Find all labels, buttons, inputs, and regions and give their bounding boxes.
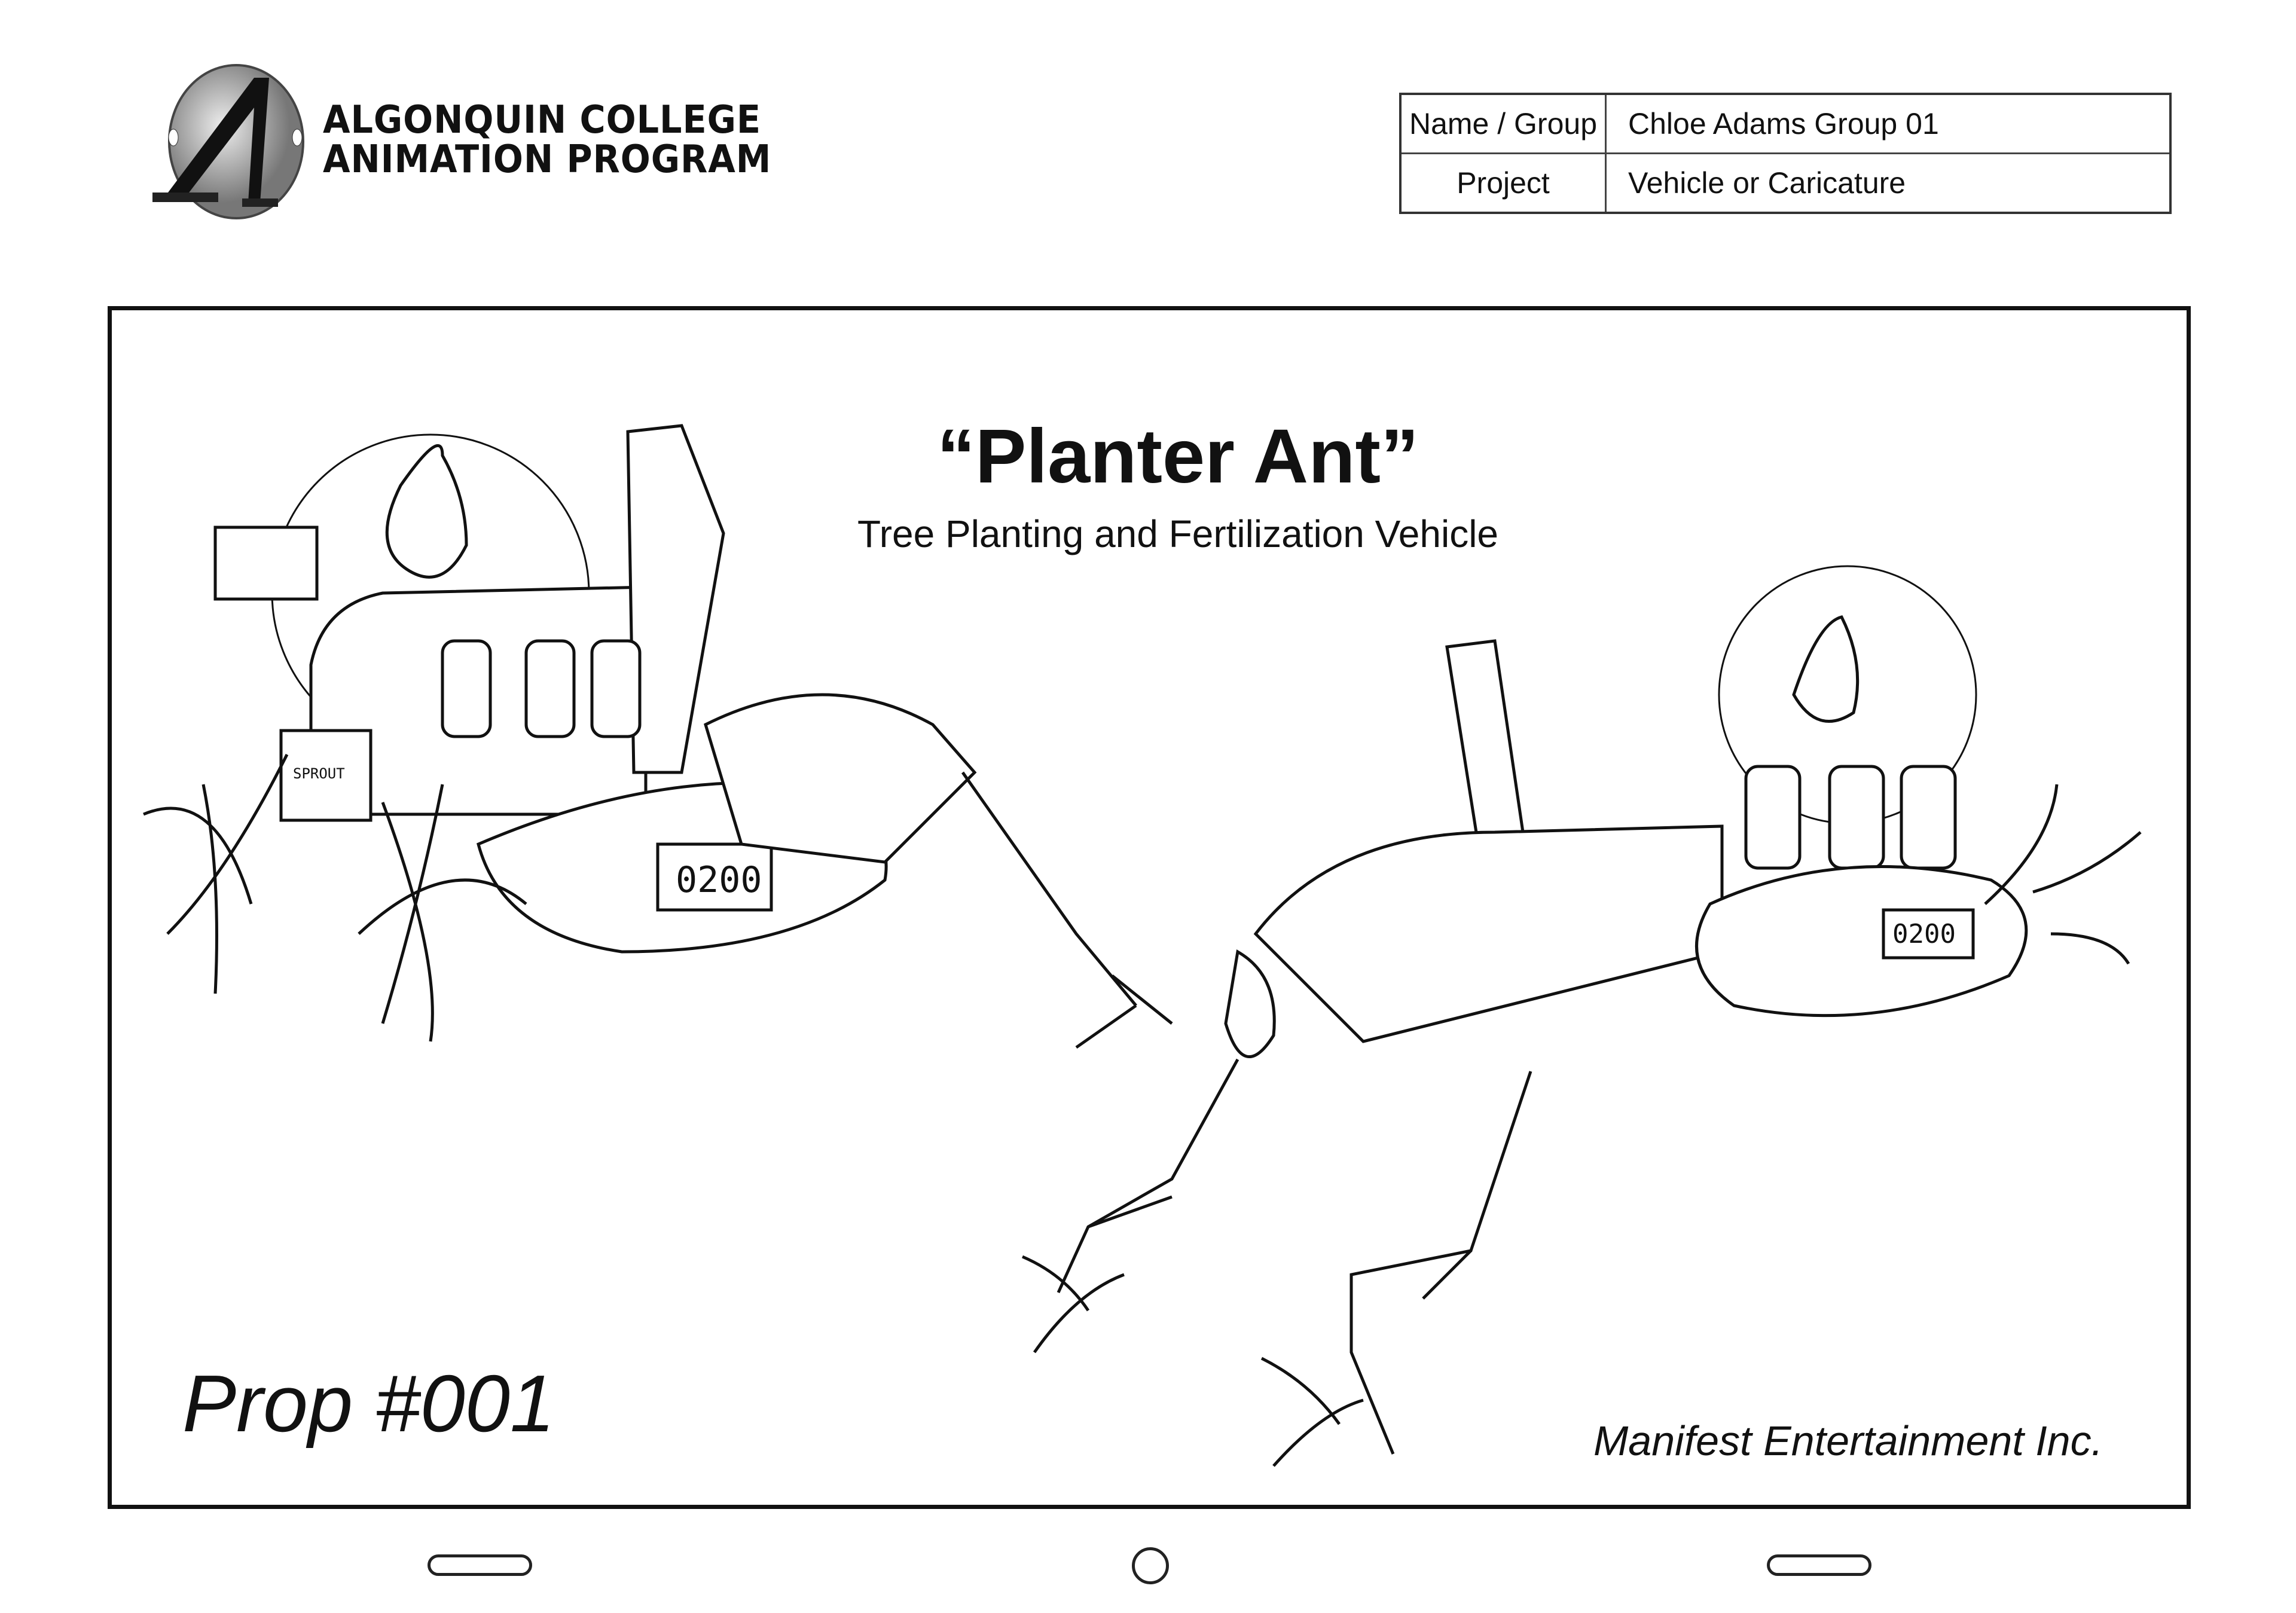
logo-line2: ANIMATION PROGRAM — [323, 138, 772, 182]
tank-number-right: 0200 — [1892, 919, 1956, 949]
info-row-name: Name / Group Chloe Adams Group 01 — [1399, 93, 2172, 154]
vehicle-illustration: SPROUT 0200 0200 — [143, 424, 2142, 1467]
college-logo — [152, 64, 304, 219]
info-row-project: Project Vehicle or Caricature — [1399, 152, 2172, 214]
name-group-label: Name / Group — [1399, 93, 1607, 154]
logo-text: ALGONQUIN COLLEGE ANIMATION PROGRAM — [323, 100, 771, 179]
vehicle-left: SPROUT 0200 — [143, 424, 1173, 1049]
company-name: Manifest Entertainment Inc. — [1593, 1418, 2103, 1464]
prop-number: Prop #001 — [182, 1358, 555, 1449]
peg-hole-left — [428, 1554, 532, 1576]
peg-hole-center — [1132, 1547, 1169, 1584]
sprout-plate: SPROUT — [293, 765, 345, 782]
logo-line1: ALGONQUIN COLLEGE — [323, 98, 762, 142]
tank-number-left: 0200 — [676, 859, 762, 901]
project-value: Vehicle or Caricature — [1605, 152, 2172, 214]
sheet-title: “Planter Ant” — [937, 414, 1419, 499]
peg-hole-right — [1767, 1554, 1871, 1576]
drawing-frame — [108, 306, 2191, 1509]
sheet-subtitle: Tree Planting and Fertilization Vehicle — [857, 512, 1498, 555]
info-table: Name / Group Chloe Adams Group 01 Projec… — [1399, 93, 2172, 214]
name-group-value: Chloe Adams Group 01 — [1605, 93, 2172, 154]
vehicle-right: 0200 — [1022, 565, 2142, 1467]
project-label: Project — [1399, 152, 1607, 214]
